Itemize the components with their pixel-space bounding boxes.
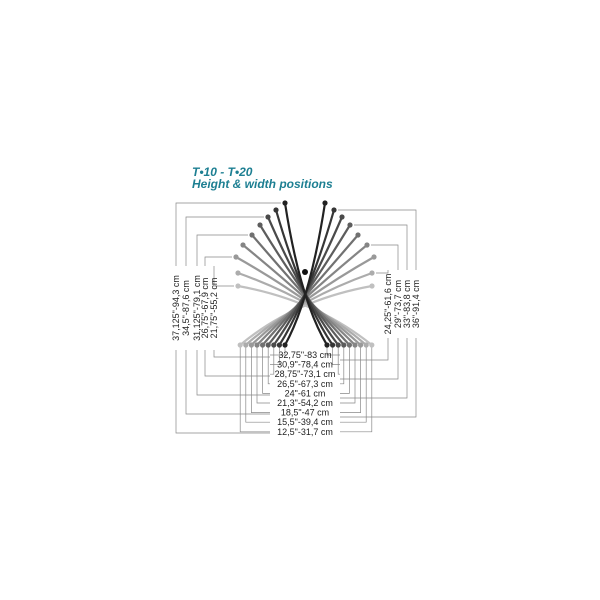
leg-end-dot: [265, 214, 271, 220]
height-dimension-line: [340, 338, 417, 418]
leg-right-to-left: [284, 202, 327, 346]
leg-end-dot: [324, 342, 330, 348]
height-label-left: 26,75"-67,9 cm: [200, 278, 210, 339]
width-dimension-line: [340, 347, 373, 433]
width-label: 28,75"-73,1 cm: [275, 369, 336, 379]
height-label-left: 34,5"-87,6 cm: [181, 280, 191, 336]
leg-end-dot: [249, 232, 255, 238]
leg-end-dot: [254, 342, 260, 348]
height-label-right: 29"-73,7 cm: [393, 280, 403, 328]
leg-end-dot: [346, 342, 352, 348]
width-dimension-line: [270, 347, 286, 356]
leg-end-dot: [260, 342, 266, 348]
width-dimension-line: [262, 347, 270, 394]
height-dimension-line: [354, 224, 408, 270]
width-dimension-line: [239, 347, 270, 433]
height-dimension-line: [371, 244, 399, 270]
leg-end-dot: [248, 342, 254, 348]
leg-end-dot: [265, 342, 271, 348]
height-dimension-line: [376, 270, 389, 274]
leg-end-dot: [371, 254, 377, 260]
leg-end-dot: [330, 342, 336, 348]
leg-end-dot: [339, 214, 345, 220]
width-dimension-line: [337, 347, 340, 375]
diagram-subtitle: Height & width positions: [192, 177, 333, 191]
leg-end-dot: [341, 342, 347, 348]
width-dimension-line: [340, 347, 345, 385]
height-dimension-line: [175, 202, 281, 266]
width-label: 15,5"-39,4 cm: [277, 417, 333, 427]
height-dimension-line: [213, 350, 270, 358]
height-dimension-line: [340, 338, 399, 380]
height-label-right: 36"-91,4 cm: [411, 280, 421, 328]
leg-end-dot: [369, 342, 375, 348]
leg-end-dot: [235, 283, 241, 289]
leg-end-dot: [237, 342, 243, 348]
width-dimension-line: [340, 347, 367, 423]
height-label-right: 24,25"-61,6 cm: [383, 274, 393, 335]
leg-end-dot: [355, 232, 361, 238]
leg-end-dot: [282, 200, 288, 206]
leg-end-dot: [352, 342, 358, 348]
leg-end-dot: [363, 342, 369, 348]
leg-end-dot: [235, 270, 241, 276]
height-label-left: 31,125"-79,1 cm: [192, 275, 202, 341]
height-dimension-line: [204, 256, 232, 266]
width-label: 26,5"-67,3 cm: [277, 379, 333, 389]
width-label: 24"-61 cm: [285, 388, 326, 398]
width-dimension-line: [251, 347, 270, 413]
width-dimension-line: [245, 347, 270, 423]
width-label: 12,5"-31,7 cm: [277, 427, 333, 437]
height-dimension-line: [340, 338, 408, 399]
height-label-right: 33"-83,8 cm: [402, 280, 412, 328]
width-dimension-line: [340, 347, 356, 404]
leg-end-dot: [271, 342, 277, 348]
height-dimension-line: [213, 266, 234, 287]
pivot-dot: [302, 269, 308, 275]
width-dimension-line: [326, 347, 340, 356]
height-dimension-line: [204, 350, 270, 377]
leg-end-dot: [369, 270, 375, 276]
width-label: 18,5"-47 cm: [281, 408, 329, 418]
height-dimension-line: [338, 209, 417, 270]
width-dimension-line: [267, 347, 270, 385]
leg-end-dot: [335, 342, 341, 348]
leg-end-dot: [282, 342, 288, 348]
height-dimension-line: [196, 234, 248, 266]
leg-end-dot: [276, 342, 282, 348]
leg-right-to-left: [250, 256, 375, 346]
leg-end-dot: [257, 222, 263, 228]
leg-end-dot: [233, 254, 239, 260]
width-dimension-line: [340, 347, 350, 394]
height-dimension-line: [340, 338, 389, 361]
height-label-left: 37,125"-94,3 cm: [171, 275, 181, 341]
leg-end-dot: [331, 207, 337, 213]
width-dimension-line: [256, 347, 270, 404]
width-dimension-line: [270, 347, 280, 365]
width-dimension-line: [332, 347, 340, 365]
height-dimension-line: [175, 350, 270, 434]
leg-end-dot: [243, 342, 249, 348]
width-label: 21,3"-54,2 cm: [277, 398, 333, 408]
diagram-title: T•10 - T•20: [192, 165, 253, 179]
leg-end-dot: [322, 200, 328, 206]
height-dimension-line: [185, 350, 270, 415]
width-dimension-line: [270, 347, 275, 375]
leg-end-dot: [358, 342, 364, 348]
leg-end-dot: [240, 242, 246, 248]
height-label-left: 21,75"-55,2 cm: [209, 278, 219, 339]
height-dimension-line: [185, 216, 264, 266]
leg-end-dot: [369, 283, 375, 289]
leg-end-dot: [347, 222, 353, 228]
leg-end-dot: [273, 207, 279, 213]
width-dimension-line: [340, 347, 361, 413]
height-dimension-line: [196, 350, 270, 396]
width-label: 30,9"-78,4 cm: [277, 360, 333, 370]
width-label: 32,75"-83 cm: [278, 350, 331, 360]
leg-end-dot: [364, 242, 370, 248]
leg-left-to-right: [283, 202, 328, 346]
